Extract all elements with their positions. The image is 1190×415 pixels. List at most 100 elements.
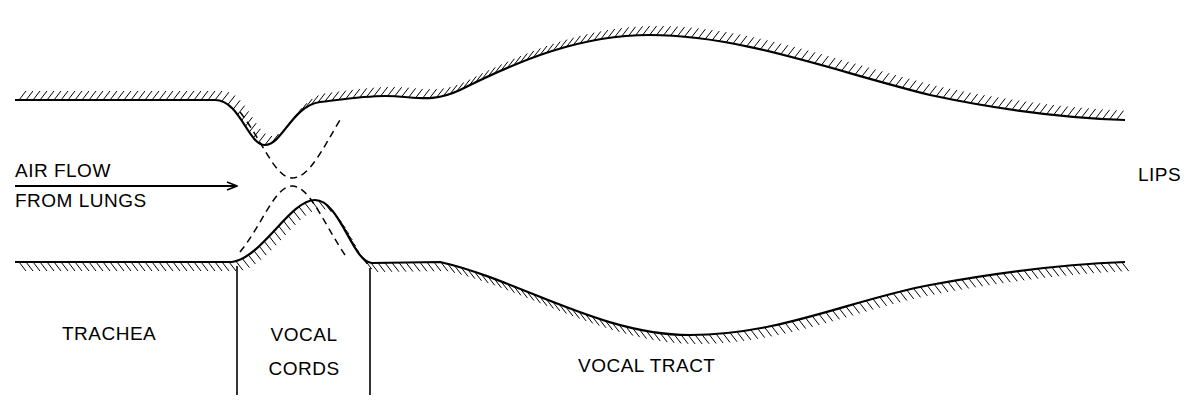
hatch-stroke <box>61 262 68 271</box>
hatch-stroke <box>222 92 229 101</box>
hatch-stroke <box>194 91 201 100</box>
hatch-stroke <box>826 312 833 321</box>
hatch-stroke <box>1047 105 1054 114</box>
hatch-stroke <box>1040 104 1047 113</box>
hatch-stroke <box>385 263 392 272</box>
hatch-stroke <box>1059 267 1066 276</box>
hatch-stroke <box>671 27 678 36</box>
hatch-stroke <box>678 27 685 36</box>
hatch-stroke <box>846 306 853 315</box>
hatch-stroke <box>378 263 385 272</box>
hatch-stroke <box>131 262 138 271</box>
hatch-stroke <box>726 33 733 42</box>
hatch-stroke <box>989 275 996 284</box>
upper-wall <box>15 35 1125 145</box>
hatch-stroke <box>242 259 249 268</box>
hatch-stroke <box>1075 108 1082 117</box>
hatch-stroke <box>215 262 222 271</box>
hatch-stroke <box>110 262 117 271</box>
hatch-stroke <box>180 91 187 100</box>
hatch-stroke <box>283 221 290 230</box>
hatch-stroke <box>794 49 801 58</box>
hatch-stroke <box>388 87 395 96</box>
hatch-stroke <box>1024 270 1031 279</box>
hatch-stroke <box>229 262 236 271</box>
hatch-stroke <box>982 276 989 285</box>
hatch-stroke <box>916 82 923 91</box>
part-label-box: TRACHEA <box>62 322 156 346</box>
hatch-stroke <box>896 77 903 86</box>
hatch-stroke <box>862 68 869 77</box>
hatch-stroke <box>258 134 265 143</box>
hatch-stroke <box>948 282 955 291</box>
hatch-stroke <box>839 308 846 317</box>
hatch-stroke <box>1031 270 1038 279</box>
hatch-stroke <box>19 262 26 271</box>
hatch-stroke <box>848 64 855 73</box>
hatch-stroke <box>792 321 799 330</box>
hatch-stroke <box>815 54 822 63</box>
hatch-stroke <box>1017 271 1024 280</box>
hatch-stroke <box>82 262 89 271</box>
hatch-stroke <box>1005 100 1012 109</box>
hatch-stroke <box>744 331 751 340</box>
hatch-stroke <box>740 36 747 45</box>
hatch-stroke <box>964 93 971 102</box>
hatch-stroke <box>833 310 840 319</box>
hatch-stroke <box>288 216 295 225</box>
hatch-stroke <box>923 84 930 93</box>
hatch-stroke <box>754 39 761 48</box>
hatch-stroke <box>902 79 909 88</box>
hatch-stroke <box>208 91 215 100</box>
hatch-stroke <box>1089 109 1096 118</box>
hatch-stroke <box>40 262 47 271</box>
hatch-stroke <box>208 262 215 271</box>
hatch-stroke <box>413 262 420 271</box>
hatch-stroke <box>855 66 862 75</box>
hatch-stroke <box>821 56 828 65</box>
hatch-stroke <box>1054 106 1061 115</box>
hatch-stroke <box>54 262 61 271</box>
hatch-stroke <box>416 89 423 98</box>
hatch-stroke <box>279 226 286 235</box>
hatch-stroke <box>751 330 758 339</box>
hatch-stroke <box>984 96 991 105</box>
hatch-stroke <box>299 207 306 216</box>
hatch-stroke <box>996 274 1003 283</box>
hatch-stroke <box>778 325 785 334</box>
hatch-stroke <box>392 263 399 272</box>
hatch-stroke <box>650 26 657 35</box>
hatch-stroke <box>96 91 103 100</box>
hatch-stroke <box>61 91 68 100</box>
hatch-stroke <box>159 262 166 271</box>
hatch-stroke <box>914 288 921 297</box>
hatch-stroke <box>853 304 860 313</box>
hatch-stroke <box>47 91 54 100</box>
hatch-stroke <box>900 292 907 301</box>
hatch-stroke <box>124 262 131 271</box>
hatch-stroke <box>40 91 47 100</box>
hatch-stroke <box>636 26 643 35</box>
wall-hatching <box>19 26 1129 344</box>
hatch-stroke <box>395 87 402 96</box>
hatch-stroke <box>681 335 688 344</box>
hatch-stroke <box>709 334 716 343</box>
hatch-stroke <box>96 262 103 271</box>
hatch-stroke <box>420 262 427 271</box>
hatch-stroke <box>1096 109 1103 118</box>
hatch-stroke <box>131 91 138 100</box>
hatch-stroke <box>117 91 124 100</box>
hatch-stroke <box>89 91 96 100</box>
hatch-stroke <box>75 91 82 100</box>
hatch-stroke <box>1033 103 1040 112</box>
hatch-stroke <box>201 91 208 100</box>
hatch-stroke <box>124 91 131 100</box>
hatch-stroke <box>399 263 406 272</box>
hatch-stroke <box>1073 265 1080 274</box>
hatch-stroke <box>801 51 808 60</box>
hatch-stroke <box>788 47 795 56</box>
hatch-stroke <box>950 90 957 99</box>
hatch-stroke <box>47 262 54 271</box>
hatch-stroke <box>1117 111 1124 120</box>
